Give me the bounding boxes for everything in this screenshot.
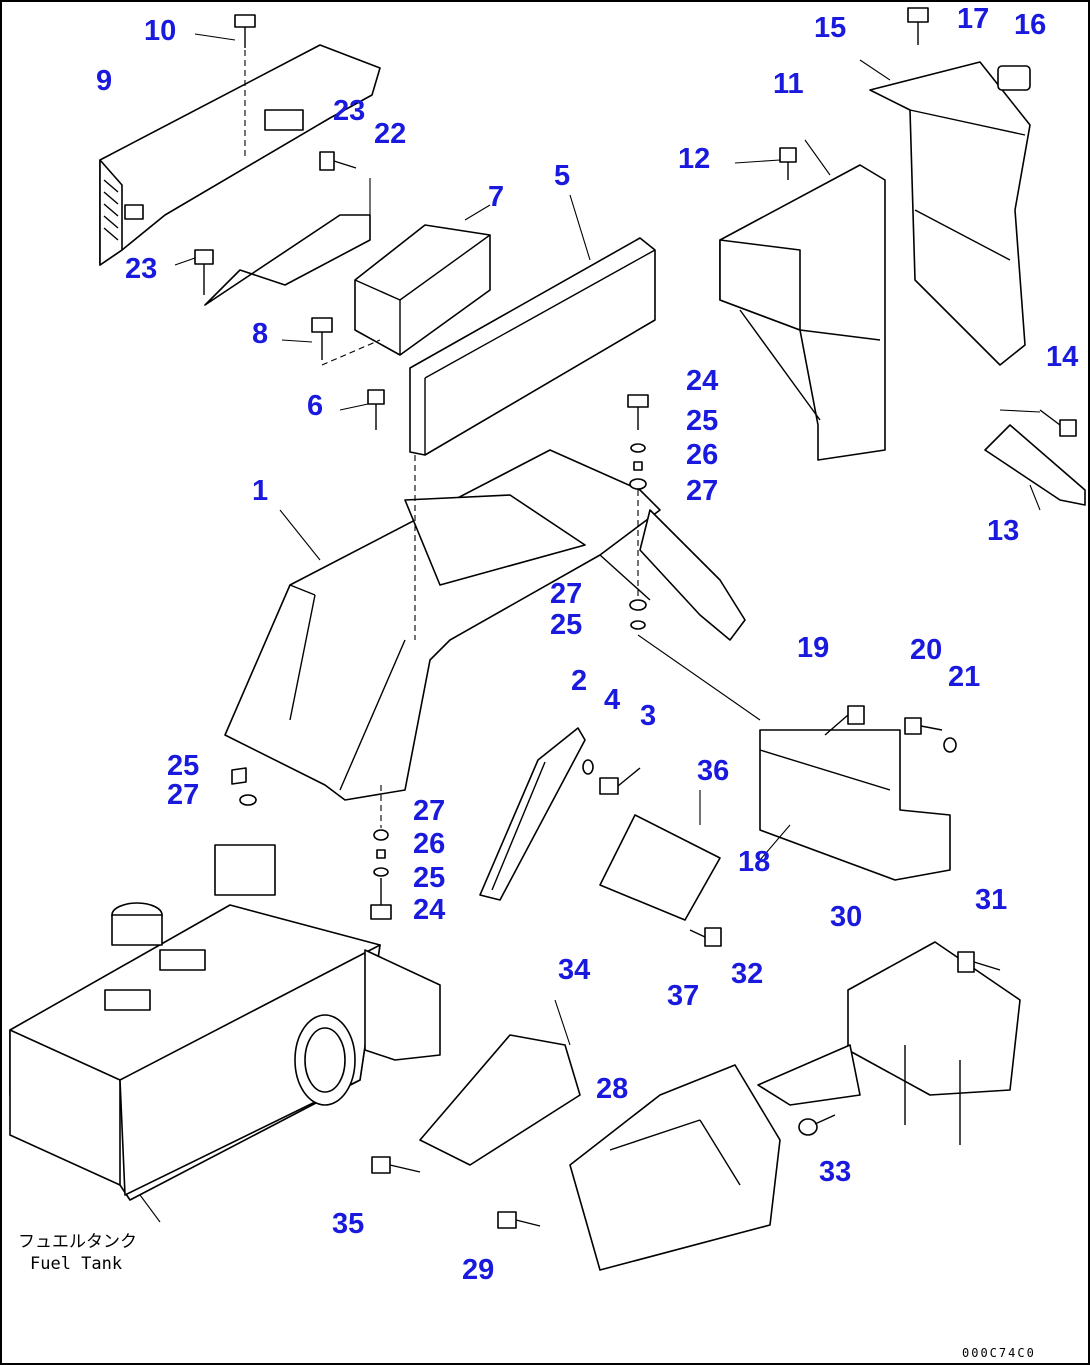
part-22-bracket: [204, 178, 371, 306]
callout-21: 21: [948, 661, 981, 693]
callout-23-upper: 23: [333, 95, 366, 127]
callout-11: 11: [773, 68, 804, 100]
part-34-bracket: [419, 999, 581, 1166]
part-4-washer: [582, 759, 594, 775]
part-5-panel: [409, 194, 656, 456]
part-7-box: [354, 204, 491, 356]
part-3-bolt: [599, 767, 641, 795]
callout-9: 9: [96, 65, 113, 97]
part-6-bolt: [339, 389, 385, 430]
part-32-plate: [757, 1044, 861, 1106]
callout-6: 6: [307, 390, 324, 422]
callout-25-lower: 25: [413, 862, 446, 894]
callout-27-upper: 27: [686, 475, 719, 507]
part-31-bolt: [957, 951, 1001, 973]
callout-12: 12: [678, 143, 711, 175]
callout-25-mid: 25: [550, 609, 583, 641]
part-12-bolt: [734, 147, 797, 180]
callout-26-lower: 26: [413, 828, 446, 860]
callout-5: 5: [554, 160, 571, 192]
callout-27-lower: 27: [413, 795, 446, 827]
callout-4: 4: [604, 684, 621, 716]
part-18-bracket: [759, 729, 951, 881]
callout-14: 14: [1046, 341, 1079, 373]
fuel-tank-label-jp: フュエルタンク: [18, 1232, 137, 1252]
callout-2: 2: [571, 665, 588, 697]
callout-22: 22: [374, 118, 407, 150]
callout-20: 20: [910, 634, 943, 666]
part-16-grommet: [997, 65, 1031, 91]
callout-7: 7: [488, 181, 505, 213]
callout-24-upper: 24: [686, 365, 719, 397]
callout-30: 30: [830, 901, 863, 933]
callout-13: 13: [987, 515, 1020, 547]
part-33-bolt: [798, 1114, 836, 1136]
callout-34: 34: [558, 954, 591, 986]
callout-27-mid: 27: [550, 578, 583, 610]
part-37-bolt: [689, 927, 722, 947]
callout-16: 16: [1014, 9, 1047, 41]
callout-32: 32: [731, 958, 764, 990]
part-8-bolt: [281, 317, 381, 366]
callout-33: 33: [819, 1156, 852, 1188]
part-10-bolt: [194, 14, 256, 48]
part-11-bracket: [719, 139, 886, 461]
callout-17: 17: [957, 3, 990, 35]
part-14-bolt: [999, 409, 1077, 437]
part-13-bracket: [984, 424, 1086, 511]
callout-28: 28: [596, 1073, 629, 1105]
part-25-27-fastener-left: [231, 767, 257, 806]
part-21-washer: [943, 737, 957, 753]
callout-27-left: 27: [167, 779, 200, 811]
part-17-bolt: [907, 7, 929, 45]
callout-23-lower: 23: [125, 253, 158, 285]
part-24-27-fastener-stack-upper: [627, 394, 761, 721]
part-35-bolt: [371, 1156, 421, 1174]
part-23-bolt-lower: [174, 249, 214, 295]
fuel-tank-label-en: Fuel Tank: [30, 1254, 123, 1274]
drawing-code: 000C74C0: [962, 1346, 1036, 1360]
part-29-bolt: [497, 1211, 541, 1229]
callout-24-lower: 24: [413, 894, 446, 926]
callout-25-upper: 25: [686, 405, 719, 437]
callout-15: 15: [814, 12, 847, 44]
part-30-cover: [847, 941, 1021, 1145]
part-9-cover: [99, 44, 381, 266]
vent-grille-icon: [103, 179, 119, 241]
part-2-plate: [479, 727, 586, 901]
part-1-frame: [224, 449, 746, 801]
callout-25-left: 25: [167, 750, 200, 782]
callout-35: 35: [332, 1208, 365, 1240]
callout-37: 37: [667, 980, 700, 1012]
callout-19: 19: [797, 632, 830, 664]
callout-31: 31: [975, 884, 1008, 916]
fuel-tank: [9, 844, 441, 1223]
part-19-bolt: [824, 705, 865, 736]
callout-26-upper: 26: [686, 439, 719, 471]
callout-10: 10: [144, 15, 177, 47]
part-24-27-fastener-stack-lower: [370, 785, 392, 920]
part-28-frame: [569, 1064, 781, 1271]
part-20-bolt: [904, 717, 943, 735]
callout-18: 18: [738, 846, 771, 878]
part-15-cover: [859, 59, 1031, 366]
part-36-plate: [599, 790, 721, 921]
callout-1: 1: [252, 475, 269, 507]
callout-29: 29: [462, 1254, 495, 1286]
part-23-bolt-upper: [319, 151, 357, 171]
callout-3: 3: [640, 700, 657, 732]
callout-36: 36: [697, 755, 730, 787]
callout-8: 8: [252, 318, 269, 350]
